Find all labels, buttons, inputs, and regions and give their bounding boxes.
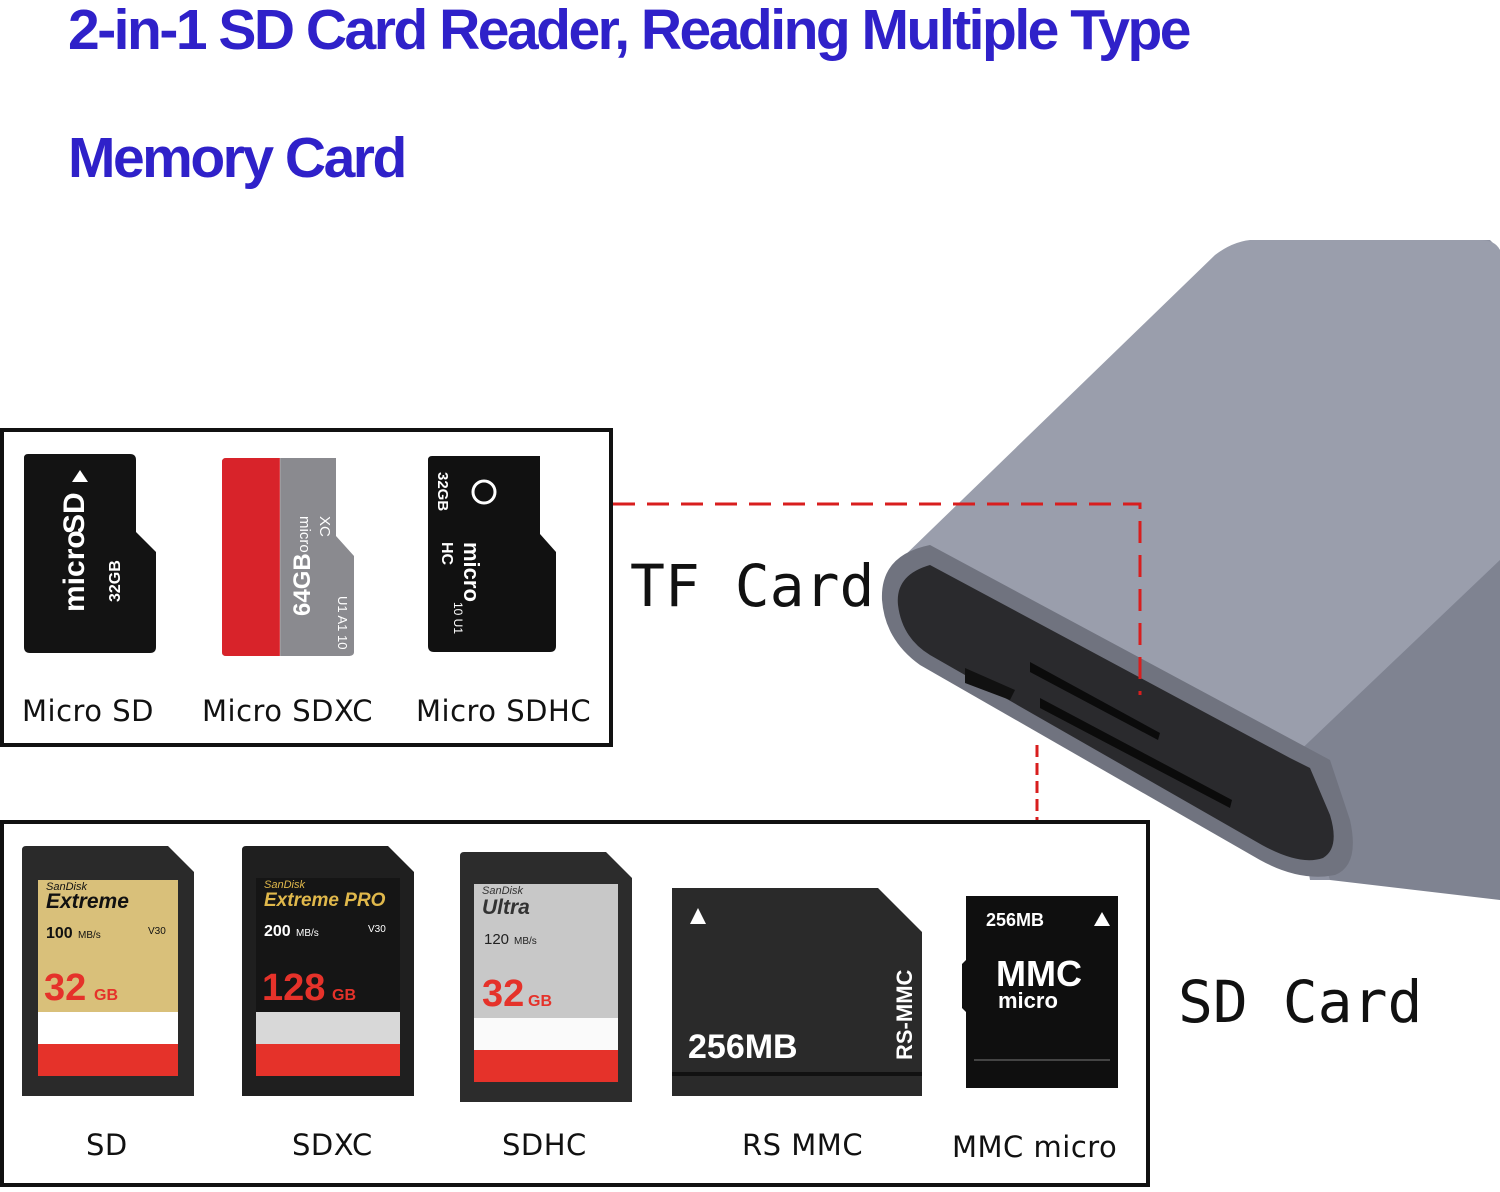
svg-text:MMC: MMC bbox=[996, 953, 1082, 994]
svg-text:200: 200 bbox=[264, 923, 291, 940]
svg-text:micro: micro bbox=[998, 988, 1058, 1013]
tf-card-group: micro SD 32GB 64GB micro XC U1 A1 10 32G… bbox=[0, 428, 613, 747]
svg-text:micro: micro bbox=[296, 516, 313, 553]
svg-text:32: 32 bbox=[44, 967, 86, 1009]
svg-text:256MB: 256MB bbox=[688, 1028, 798, 1066]
micro-sdxc-caption: Micro SDXC bbox=[202, 694, 374, 728]
sd-card-group: SanDisk Extreme 100 MB/s V30 32 GB SanDi… bbox=[0, 820, 1150, 1187]
sd-caption: SD bbox=[86, 1128, 128, 1162]
svg-text:HC: HC bbox=[438, 542, 455, 566]
svg-text:XC: XC bbox=[316, 516, 333, 537]
svg-text:100: 100 bbox=[46, 925, 73, 942]
sd-card-label: SD Card bbox=[1178, 968, 1423, 1036]
svg-text:U1 A1 10: U1 A1 10 bbox=[335, 596, 350, 650]
svg-text:V30: V30 bbox=[368, 924, 386, 935]
svg-text:32GB: 32GB bbox=[434, 472, 451, 511]
sd-extreme-card: SanDisk Extreme 100 MB/s V30 32 GB bbox=[22, 846, 194, 1096]
svg-text:GB: GB bbox=[528, 993, 552, 1010]
tf-card-label: TF Card bbox=[630, 552, 875, 620]
svg-text:SD: SD bbox=[58, 492, 91, 534]
rs-mmc-card: 256MB RS-MMC bbox=[672, 888, 922, 1096]
svg-text:V30: V30 bbox=[148, 926, 166, 937]
sdhc-ultra-card: SanDisk Ultra 120 MB/s 32 GB bbox=[460, 852, 632, 1102]
svg-text:SanDisk: SanDisk bbox=[482, 885, 523, 897]
svg-text:Ultra: Ultra bbox=[482, 896, 530, 919]
svg-text:MB/s: MB/s bbox=[78, 930, 101, 941]
svg-text:256MB: 256MB bbox=[986, 910, 1044, 930]
micro-sd-caption: Micro SD bbox=[22, 694, 155, 728]
svg-text:Extreme PRO: Extreme PRO bbox=[264, 890, 386, 911]
sdhc-caption: SDHC bbox=[502, 1128, 587, 1162]
tf-connector-line bbox=[613, 502, 1142, 695]
rs-mmc-caption: RS MMC bbox=[742, 1128, 864, 1162]
svg-text:GB: GB bbox=[332, 987, 356, 1004]
sdxc-caption: SDXC bbox=[292, 1128, 373, 1162]
micro-sdhc-caption: Micro SDHC bbox=[416, 694, 592, 728]
svg-text:MB/s: MB/s bbox=[514, 936, 537, 947]
micro-sdxc-card: 64GB micro XC U1 A1 10 bbox=[222, 458, 354, 656]
headline-line-1: 2-in-1 SD Card Reader, Reading Multiple … bbox=[68, 0, 1192, 62]
micro-sd-card: micro SD 32GB bbox=[24, 454, 156, 653]
svg-text:MB/s: MB/s bbox=[296, 928, 319, 939]
svg-text:120: 120 bbox=[484, 931, 509, 948]
svg-text:128: 128 bbox=[262, 967, 325, 1009]
svg-text:GB: GB bbox=[94, 987, 118, 1004]
svg-text:micro: micro bbox=[58, 530, 91, 612]
svg-text:64GB: 64GB bbox=[289, 553, 316, 616]
svg-text:10 U1: 10 U1 bbox=[451, 602, 465, 634]
mmc-micro-caption: MMC micro bbox=[952, 1130, 1118, 1164]
svg-text:32GB: 32GB bbox=[107, 560, 124, 602]
svg-text:RS-MMC: RS-MMC bbox=[892, 969, 917, 1060]
mmc-micro-card: 256MB MMC micro bbox=[962, 896, 1118, 1088]
svg-text:32: 32 bbox=[482, 973, 524, 1015]
svg-text:SanDisk: SanDisk bbox=[264, 879, 305, 891]
sdxc-extreme-pro-card: SanDisk Extreme PRO 200 MB/s V30 128 GB bbox=[242, 846, 414, 1096]
svg-text:micro: micro bbox=[459, 542, 484, 602]
svg-text:Extreme: Extreme bbox=[46, 890, 129, 913]
headline-line-2: Memory Card bbox=[68, 126, 407, 190]
svg-text:SanDisk: SanDisk bbox=[46, 881, 87, 893]
micro-sdhc-card: 32GB micro HC 10 U1 bbox=[428, 456, 556, 652]
